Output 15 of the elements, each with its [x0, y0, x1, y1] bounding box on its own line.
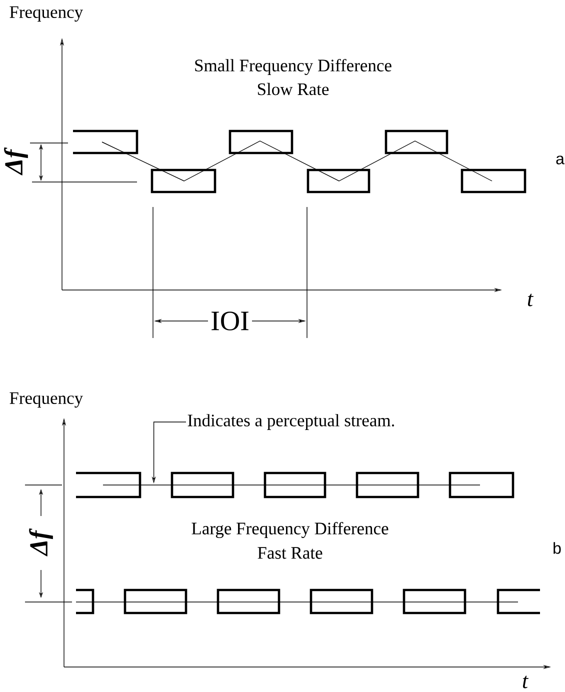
axis-label: Frequency	[10, 392, 83, 408]
panel-letter: b	[554, 542, 561, 554]
panel-title: Fast Rate	[258, 547, 322, 559]
axis-label: Frequency	[10, 6, 83, 22]
dimension-label: Δf	[29, 528, 53, 556]
panel-letter: a	[556, 156, 564, 164]
axis-label: t	[522, 676, 528, 688]
panel-title: Slow Rate	[258, 82, 329, 96]
panel-title: Small Frequency Difference	[195, 58, 392, 76]
dimension-label: IOI	[212, 312, 248, 330]
dimension-label: Δf	[4, 147, 28, 176]
callout-text: Indicates a perceptual stream.	[188, 414, 394, 430]
axis-label: t	[528, 294, 534, 306]
panel-title: Large Frequency Difference	[192, 522, 388, 538]
stream-line	[103, 484, 480, 486]
